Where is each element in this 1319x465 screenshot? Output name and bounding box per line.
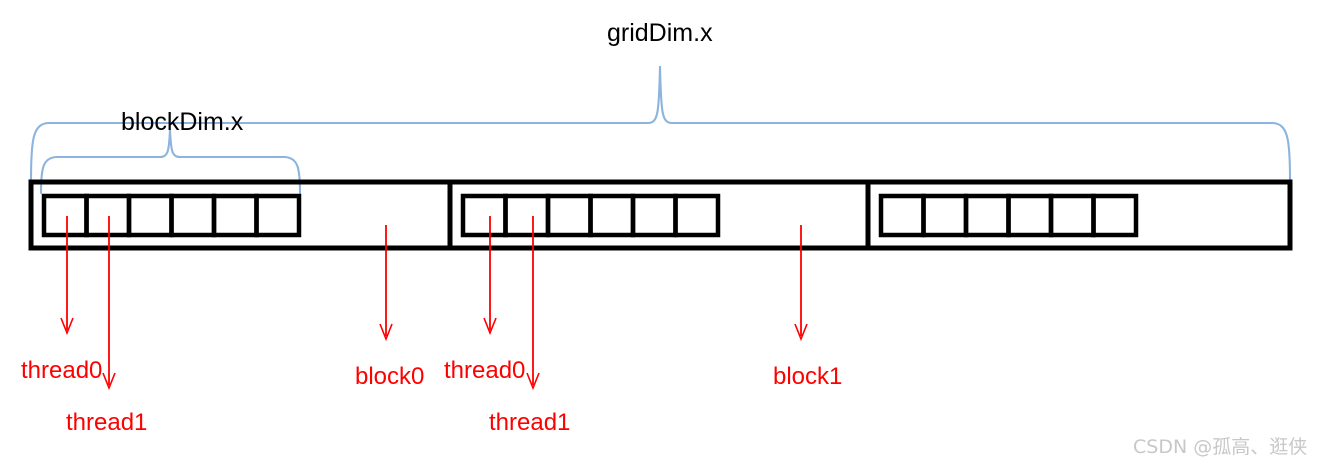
thread-cell <box>211 193 259 238</box>
thread-cell <box>963 193 1011 238</box>
block-dim-label: blockDim.x <box>121 108 244 136</box>
block-0-threads <box>41 193 302 238</box>
csdn-watermark: CSDN @孤高、逛侠 <box>1133 436 1308 458</box>
thread-cell <box>1091 193 1139 238</box>
pointer-block1 <box>794 225 808 342</box>
thread-cell <box>878 193 926 238</box>
annotation-thread0-block0: thread0 <box>21 357 103 384</box>
thread-cell <box>921 193 969 238</box>
pointer-thread1-block0 <box>102 216 116 391</box>
thread-cell <box>1006 193 1054 238</box>
thread-cell <box>1048 193 1096 238</box>
grid-outline <box>28 179 1293 251</box>
thread-cell <box>126 193 174 238</box>
annotation-thread1-block1: thread1 <box>489 409 571 436</box>
pointer-thread0-block1 <box>483 216 497 336</box>
thread-cell <box>588 193 636 238</box>
annotation-block0: block0 <box>355 363 425 390</box>
thread-cell <box>169 193 217 238</box>
block-dim-brace <box>39 129 302 195</box>
grid-dim-label: gridDim.x <box>607 19 713 47</box>
block-2-threads <box>878 193 1139 238</box>
thread-cell <box>84 193 132 238</box>
block-1-threads <box>460 193 721 238</box>
thread-cell <box>503 193 551 238</box>
thread-cell <box>41 193 89 238</box>
annotation-thread0-block1: thread0 <box>444 357 526 384</box>
thread-cell <box>673 193 721 238</box>
annotation-thread1-block0: thread1 <box>66 409 148 436</box>
thread-cell <box>254 193 302 238</box>
grid-dim-brace <box>29 65 1292 182</box>
thread-cell <box>630 193 678 238</box>
pointer-block0 <box>379 225 393 342</box>
thread-cell <box>545 193 593 238</box>
annotation-block1: block1 <box>773 363 843 390</box>
pointer-thread1-block1 <box>526 216 540 391</box>
thread-cell <box>460 193 508 238</box>
pointer-thread0-block0 <box>60 216 74 336</box>
